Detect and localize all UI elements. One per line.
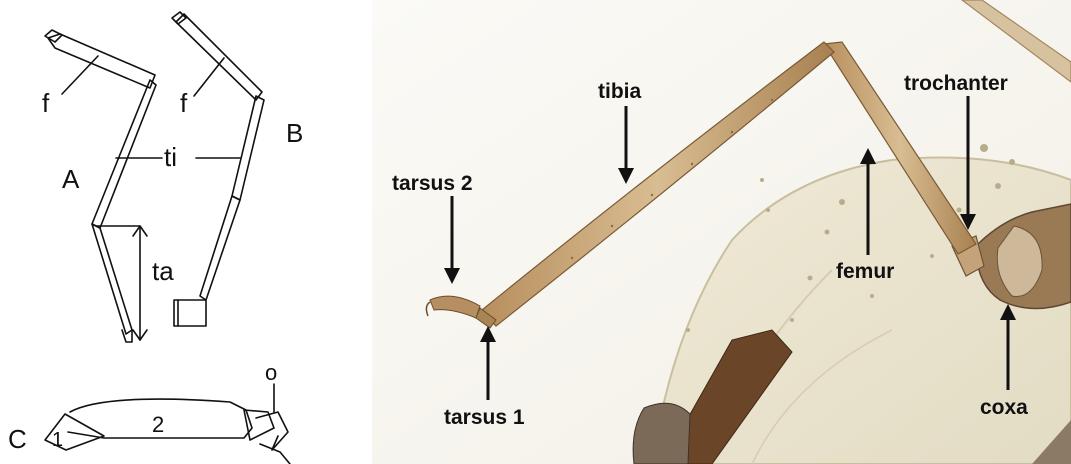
segment-2-label: 2 [152,412,164,437]
lower-leg-joint [633,403,690,464]
leg-c-label: C [8,424,27,454]
claw-label: o [265,360,277,385]
leg-photomicrograph-panel: tibia tarsus 2 tarsus 1 femur trochanter… [372,0,1071,464]
leg-line-drawing-panel: A B C f f ti ta 1 2 o [0,0,372,464]
femur-leader-b [194,58,224,96]
leg-a-tibia [92,80,156,228]
tarsus-label: ta [152,256,174,286]
tarsus-2-label: tarsus 2 [392,172,473,195]
femur-label-b: f [180,88,188,118]
femur-label-a: f [42,88,50,118]
coxa-label: coxa [980,396,1028,419]
leg-a-label: A [62,164,80,194]
leg-b-tibia [232,96,264,200]
trochanter-label: trochanter [904,72,1008,95]
tibia-label: ti [164,142,177,172]
femur-leader-a [62,56,98,94]
leg-b-label: B [286,118,303,148]
leg-b-tarsus [200,196,240,300]
leg-a-femur [48,34,155,88]
leg-line-drawing: A B C f f ti ta 1 2 o [0,0,372,464]
leg-photomicrograph: tibia tarsus 2 tarsus 1 femur trochanter… [372,0,1071,464]
tibia-label: tibia [598,80,641,103]
leg-b-femur [176,14,262,100]
leg-a-tarsus [92,224,132,334]
femur-label: femur [836,260,894,283]
tarsus-1-label: tarsus 1 [444,406,525,429]
segment-1-label: 1 [52,429,63,451]
